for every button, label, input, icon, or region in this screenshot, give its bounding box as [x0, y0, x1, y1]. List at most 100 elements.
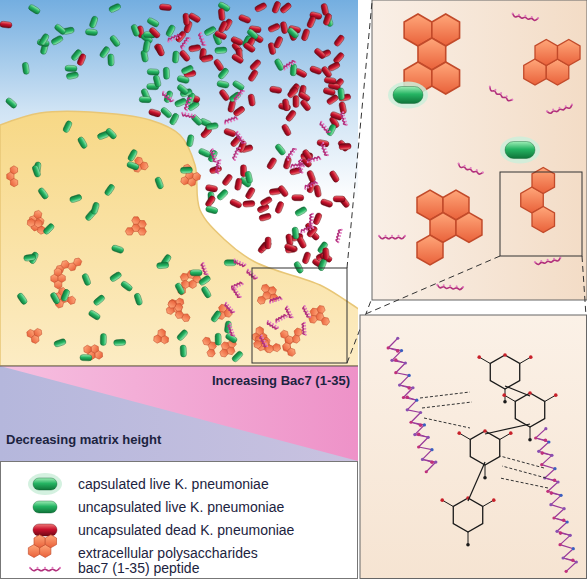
bacterium [249, 59, 262, 72]
bacterium [163, 67, 170, 79]
bacterium [109, 34, 121, 47]
bacterium [147, 69, 159, 76]
polysaccharide [521, 168, 555, 233]
bacterium [247, 69, 258, 82]
peptide [223, 301, 235, 314]
polysaccharide [253, 337, 281, 356]
peptide [227, 323, 235, 338]
bacterium [100, 333, 106, 345]
polysaccharide [3, 165, 25, 188]
peptide [299, 159, 304, 174]
bacterium [160, 106, 173, 119]
bacterium [309, 65, 322, 75]
polysaccharide [417, 190, 482, 265]
bacterium [93, 294, 106, 306]
legend-text: extracellular polysaccharides [78, 545, 258, 562]
zoom-box [252, 268, 347, 363]
bacterium [294, 206, 307, 217]
bacterium [293, 95, 299, 107]
bacterium [180, 345, 187, 357]
polysaccharide [54, 252, 83, 280]
polysaccharide [26, 218, 46, 234]
bacterium [260, 196, 273, 207]
bacterium [177, 75, 190, 84]
polysaccharide [524, 40, 580, 86]
bacterium [292, 195, 304, 201]
bacterium [210, 310, 222, 323]
bacterium [28, 473, 62, 495]
legend-symbol [33, 501, 57, 513]
peptide [223, 116, 238, 125]
peptide [534, 256, 562, 265]
axis-label: Decreasing matrix height [6, 432, 161, 448]
bacterium [146, 17, 159, 28]
bacterium [277, 185, 289, 198]
bacterium [60, 289, 70, 302]
polysaccharide [51, 268, 66, 289]
bacterium [326, 123, 337, 136]
bacterium [65, 65, 77, 71]
bacterium [16, 292, 28, 305]
peptide [457, 162, 485, 175]
peptide [210, 148, 218, 163]
polysaccharide [308, 304, 332, 325]
bacterium [232, 80, 245, 92]
peptide [198, 32, 207, 47]
bacterium [205, 184, 218, 192]
peptide [436, 284, 464, 290]
bacterium [77, 136, 88, 149]
polysaccharide [28, 535, 56, 558]
bacterium [265, 237, 271, 249]
peptide [181, 111, 196, 118]
bacterium [269, 86, 282, 94]
bacterium [218, 20, 229, 33]
bacterium [290, 64, 297, 76]
peptide [340, 111, 348, 127]
peptide [488, 85, 514, 102]
bacterium [53, 338, 66, 348]
bacterium [326, 94, 339, 106]
bacterium [155, 43, 165, 56]
legend-symbol [28, 473, 62, 495]
bacterium [223, 128, 236, 138]
bacterium [156, 262, 168, 269]
polysaccharide [251, 332, 276, 357]
bacterium [282, 98, 290, 111]
bacterium [50, 35, 63, 46]
bacterium [130, 24, 140, 37]
peptide [184, 96, 192, 111]
bacterium [126, 161, 139, 171]
peptide [282, 59, 297, 70]
biofilm-matrix [0, 111, 358, 366]
peptide [215, 159, 221, 174]
bacterium [62, 120, 73, 133]
bacterium [32, 164, 42, 177]
bacterium [207, 149, 218, 162]
bacterium [230, 36, 243, 46]
bacterium [37, 187, 49, 200]
bacterium [42, 223, 55, 236]
bacterium [179, 49, 191, 62]
peptide [378, 235, 406, 239]
bacterium [176, 83, 189, 95]
bacterium [148, 108, 161, 117]
bacterium [243, 42, 256, 54]
bacterium [338, 88, 345, 101]
bacterium [174, 97, 187, 107]
polysaccharide [124, 215, 150, 242]
bacterium [299, 99, 311, 112]
bacterium [23, 254, 36, 262]
bacterium [153, 74, 162, 87]
bacterium [330, 111, 343, 121]
peptide [546, 103, 574, 114]
bacterium [217, 67, 229, 80]
bacterium [324, 77, 337, 85]
bacterium [201, 54, 214, 63]
peptide [233, 89, 246, 103]
polysaccharide [274, 329, 302, 358]
bacterium [120, 280, 133, 292]
bacterium [274, 58, 285, 71]
bacterium [111, 244, 124, 253]
bacterium [38, 33, 49, 46]
